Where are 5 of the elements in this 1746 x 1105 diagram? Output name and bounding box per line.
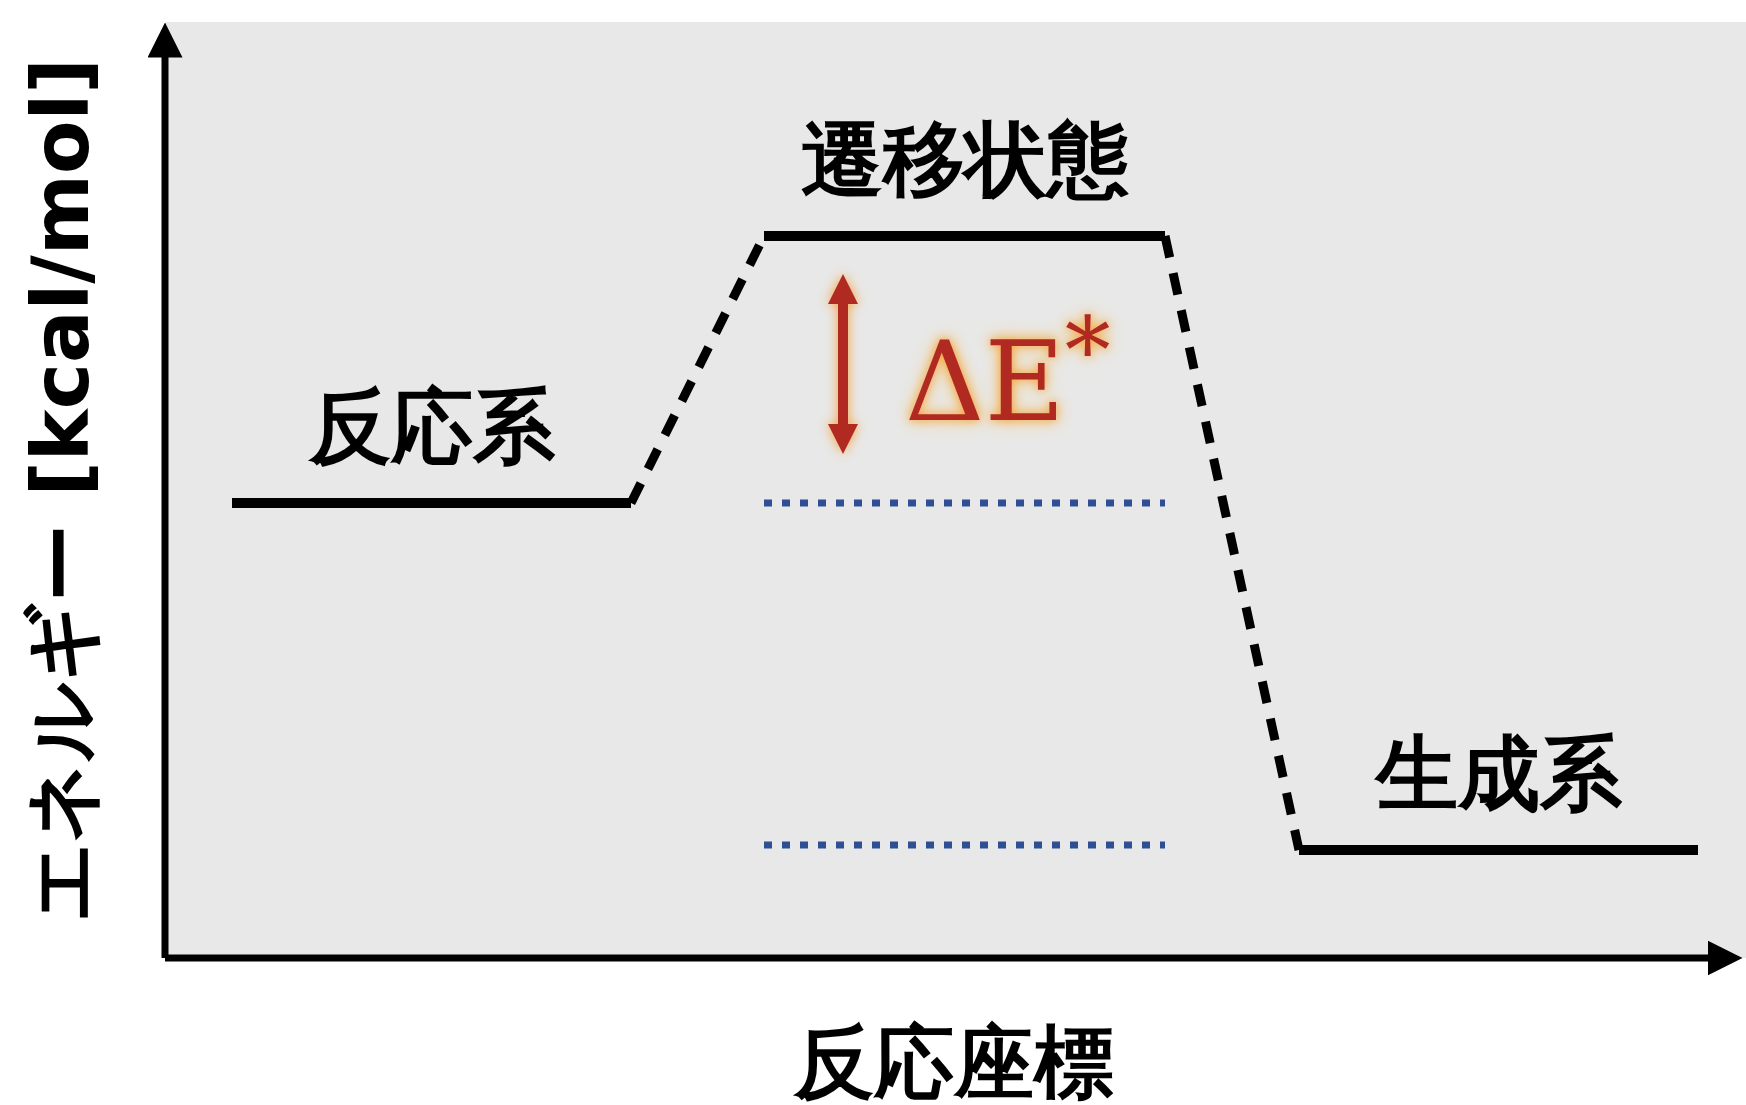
axis-title: エネルギー [kcal/mol] [22,58,100,922]
connector-line [1160,235,1304,851]
delta-e-label: ΔE$^{*}$ [905,305,1111,437]
level-label: 生成系 [1375,733,1622,815]
level-label: 遷移状態 [800,119,1129,201]
